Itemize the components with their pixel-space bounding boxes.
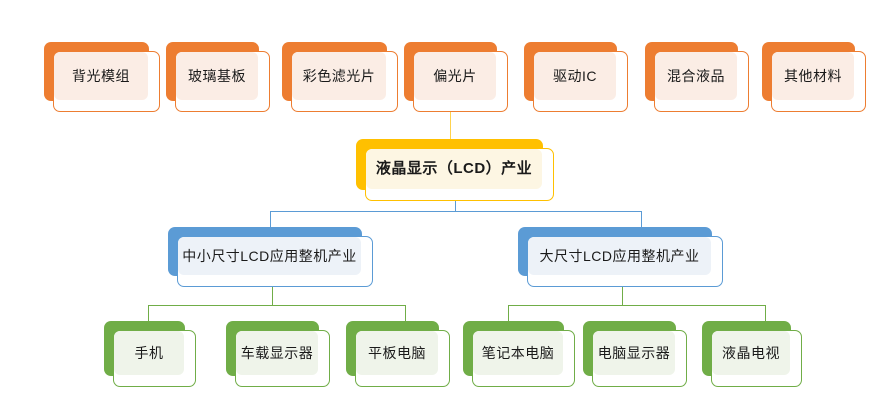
node-label: 手机 (134, 344, 164, 361)
node-face: 车载显示器 (235, 330, 330, 387)
node-inner: 液晶电视 (712, 331, 790, 375)
products-node-lcd-tv[interactable]: 液晶电视 (702, 321, 802, 387)
connector-large-stem (622, 287, 623, 305)
applications-node-large-lcd[interactable]: 大尺寸LCD应用整机产业 (518, 227, 723, 287)
node-face: 背光模组 (53, 51, 160, 112)
node-face: 偏光片 (413, 51, 508, 112)
node-inner: 驱动IC (534, 52, 616, 100)
node-face: 手机 (113, 330, 196, 387)
node-face: 电脑显示器 (592, 330, 687, 387)
node-face: 驱动IC (533, 51, 628, 112)
connector-core-to-applications (270, 211, 642, 228)
node-inner: 玻璃基板 (176, 52, 258, 100)
connector-small-medium-to-products (148, 305, 406, 322)
node-inner: 笔记本电脑 (473, 331, 563, 375)
node-label: 液晶显示（LCD）产业 (375, 160, 533, 177)
materials-node-backlight[interactable]: 背光模组 (44, 42, 160, 112)
node-label: 混合液品 (667, 67, 725, 84)
node-label: 电脑显示器 (597, 344, 671, 361)
node-face: 混合液品 (654, 51, 749, 112)
node-inner: 电脑显示器 (593, 331, 675, 375)
materials-node-other-materials[interactable]: 其他材料 (762, 42, 866, 112)
node-label: 驱动IC (553, 67, 597, 84)
node-inner: 大尺寸LCD应用整机产业 (528, 237, 711, 275)
node-face: 其他材料 (771, 51, 866, 112)
node-inner: 液晶显示（LCD）产业 (366, 149, 542, 189)
node-label: 大尺寸LCD应用整机产业 (539, 247, 700, 264)
products-node-tablet[interactable]: 平板电脑 (346, 321, 450, 387)
node-face: 玻璃基板 (175, 51, 270, 112)
node-inner: 偏光片 (414, 52, 496, 100)
products-node-monitor[interactable]: 电脑显示器 (583, 321, 687, 387)
applications-node-small-medium-lcd[interactable]: 中小尺寸LCD应用整机产业 (168, 227, 373, 287)
node-inner: 平板电脑 (356, 331, 438, 375)
connector-materials-to-core (450, 112, 451, 140)
products-node-laptop[interactable]: 笔记本电脑 (463, 321, 575, 387)
node-inner: 彩色滤光片 (292, 52, 386, 100)
node-inner: 其他材料 (772, 52, 854, 100)
node-face: 彩色滤光片 (291, 51, 398, 112)
node-label: 彩色滤光片 (302, 67, 376, 84)
node-label: 偏光片 (433, 67, 477, 84)
node-label: 其他材料 (784, 67, 842, 84)
node-inner: 车载显示器 (236, 331, 318, 375)
node-inner: 手机 (114, 331, 184, 375)
node-face: 平板电脑 (355, 330, 450, 387)
products-node-automotive-display[interactable]: 车载显示器 (226, 321, 330, 387)
node-label: 背光模组 (72, 67, 130, 84)
node-label: 液晶电视 (722, 344, 780, 361)
node-inner: 混合液品 (655, 52, 737, 100)
products-node-mobile-phone[interactable]: 手机 (104, 321, 196, 387)
node-label: 中小尺寸LCD应用整机产业 (182, 247, 357, 264)
connector-small-medium-stem (272, 287, 273, 305)
materials-node-polarizer[interactable]: 偏光片 (404, 42, 508, 112)
connector-core-stem (455, 201, 456, 211)
node-face: 笔记本电脑 (472, 330, 575, 387)
node-face: 大尺寸LCD应用整机产业 (527, 236, 723, 287)
materials-node-glass-substrate[interactable]: 玻璃基板 (166, 42, 270, 112)
materials-node-liquid-crystal[interactable]: 混合液品 (645, 42, 749, 112)
materials-node-driver-ic[interactable]: 驱动IC (524, 42, 628, 112)
node-label: 平板电脑 (368, 344, 426, 361)
node-face: 液晶电视 (711, 330, 802, 387)
materials-node-color-filter[interactable]: 彩色滤光片 (282, 42, 398, 112)
node-inner: 背光模组 (54, 52, 148, 100)
node-inner: 中小尺寸LCD应用整机产业 (178, 237, 361, 275)
node-face: 中小尺寸LCD应用整机产业 (177, 236, 373, 287)
node-face: 液晶显示（LCD）产业 (365, 148, 554, 201)
connector-large-to-products (508, 305, 766, 322)
node-label: 车载显示器 (240, 344, 314, 361)
core-node-lcd-industry[interactable]: 液晶显示（LCD）产业 (356, 139, 554, 201)
node-label: 笔记本电脑 (481, 344, 555, 361)
node-label: 玻璃基板 (188, 67, 246, 84)
